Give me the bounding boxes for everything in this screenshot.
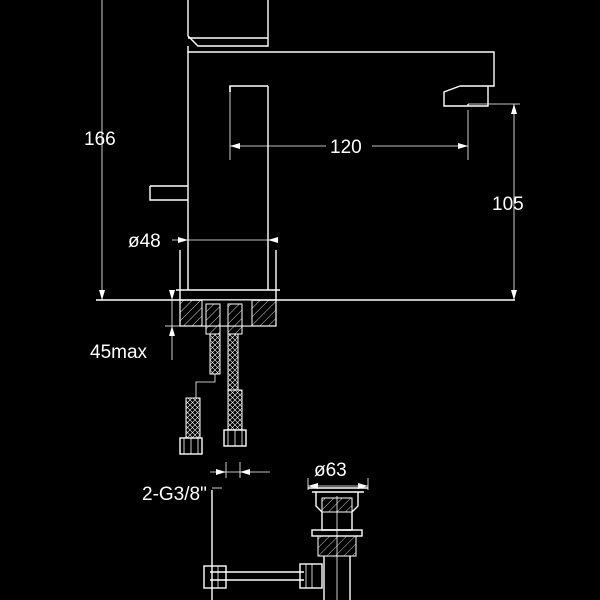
dim-spout-reach: 120 [330, 137, 362, 158]
faucet-body [149, 0, 495, 300]
dimension-lines [99, 0, 520, 490]
dim-height-total: 166 [84, 129, 116, 150]
dim-body-diameter: ø48 [128, 231, 161, 252]
dim-spout-height: 105 [492, 194, 524, 215]
drain-assembly [203, 487, 368, 600]
dim-deck-thickness: 45max [90, 342, 148, 363]
dim-connection: 2-G3/8" [142, 484, 207, 505]
deck-section [96, 299, 515, 335]
supply-hoses [179, 333, 247, 455]
dim-drain-diameter: ø63 [314, 460, 347, 481]
